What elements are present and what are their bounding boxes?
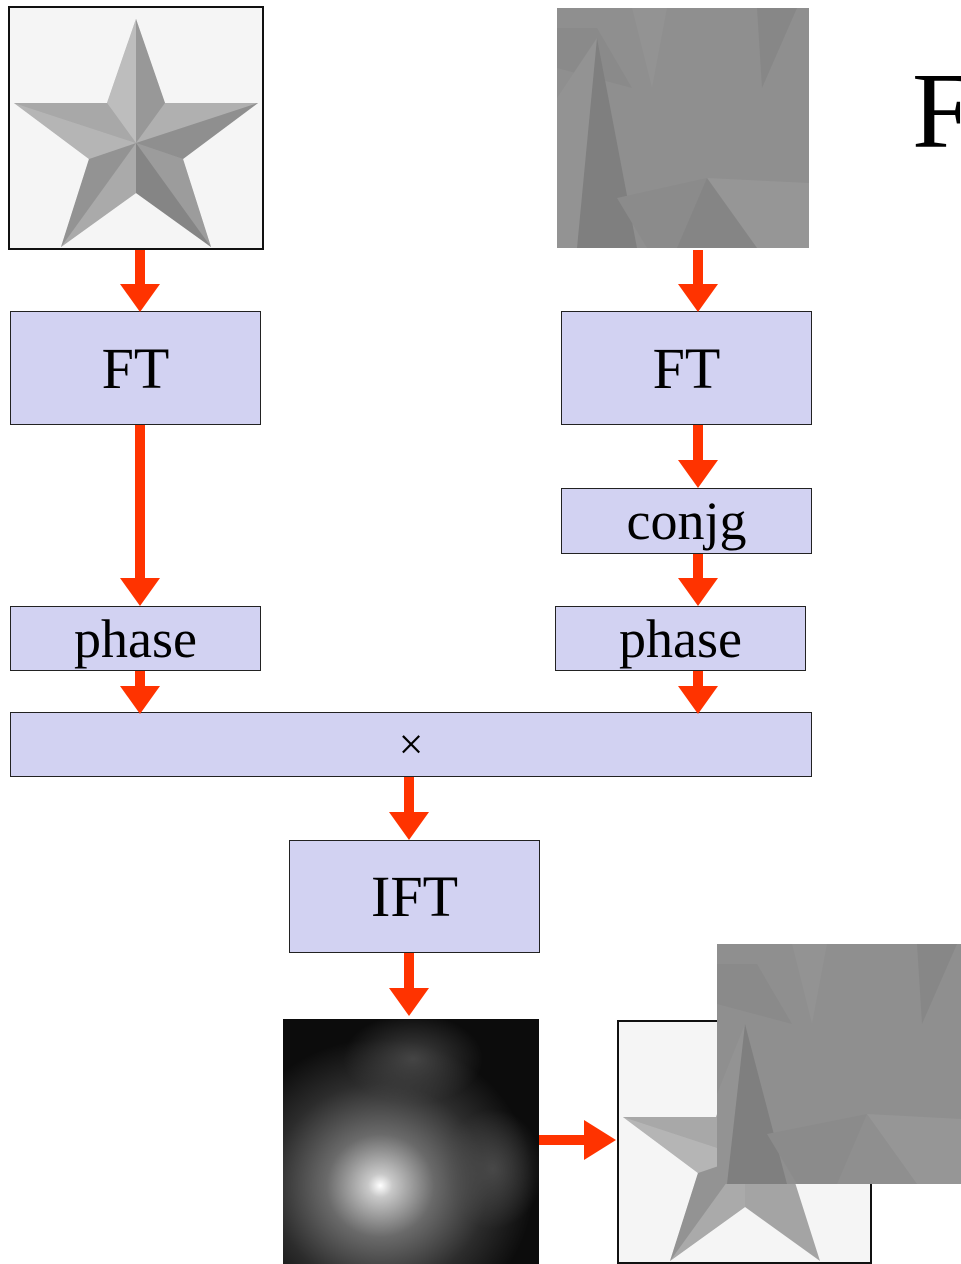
star-icon <box>14 19 258 247</box>
ft-box-right: FT <box>561 311 812 425</box>
ift-box: IFT <box>289 840 540 953</box>
shifted-star-icon <box>557 8 809 248</box>
title-fragment: F <box>912 52 961 171</box>
multiply-box: × <box>10 712 812 777</box>
input-shifted-image <box>557 8 809 248</box>
correlation-output-image <box>283 1019 539 1264</box>
input-star-image <box>8 6 264 250</box>
phase-box-right: phase <box>555 606 806 671</box>
ft-box-left: FT <box>10 311 261 425</box>
overlay-shifted-image <box>717 944 961 1184</box>
conjugate-box: conjg <box>561 488 812 554</box>
phase-box-left: phase <box>10 606 261 671</box>
